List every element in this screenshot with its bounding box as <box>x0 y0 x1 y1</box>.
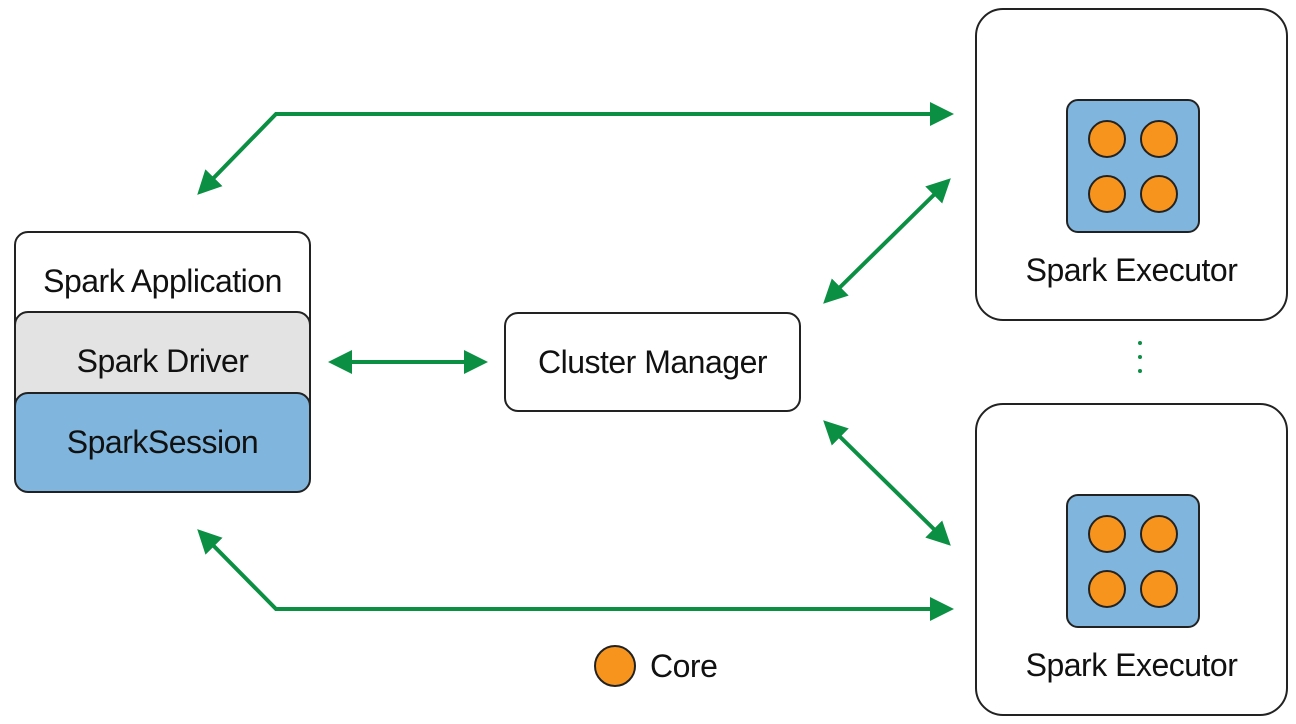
spark-driver-label: Spark Driver <box>76 343 249 379</box>
core-icon <box>1140 120 1178 158</box>
spark-application-label: Spark Application <box>43 263 282 299</box>
spark-session-label: SparkSession <box>66 424 259 460</box>
core-icon <box>1088 570 1126 608</box>
spark-executor-box: Spark Executor <box>975 8 1288 321</box>
core-icon <box>1088 120 1126 158</box>
cluster-manager-box: Cluster Manager <box>504 312 801 412</box>
executor-core-group <box>1066 494 1200 628</box>
vertical-ellipsis-icon <box>1138 341 1142 373</box>
core-icon <box>1140 175 1178 213</box>
executor-core-group <box>1066 99 1200 233</box>
legend-core-icon <box>594 645 636 687</box>
arrow-cluster-manager-executor-top <box>823 178 951 304</box>
core-icon <box>1140 570 1178 608</box>
arrow-driver-executor-bottom <box>197 529 954 621</box>
core-icon <box>1088 175 1126 213</box>
spark-executor-label: Spark Executor <box>1025 647 1238 683</box>
spark-executor-label: Spark Executor <box>1025 252 1238 288</box>
cluster-manager-label: Cluster Manager <box>537 343 768 380</box>
core-icon <box>1088 515 1126 553</box>
core-icon <box>1140 515 1178 553</box>
spark-session-box: SparkSession <box>14 392 311 493</box>
legend-core-label: Core <box>650 648 718 684</box>
arrow-driver-executor-top <box>197 102 954 195</box>
arrow-cluster-manager-executor-bottom <box>823 420 951 546</box>
spark-executor-box: Spark Executor <box>975 403 1288 716</box>
